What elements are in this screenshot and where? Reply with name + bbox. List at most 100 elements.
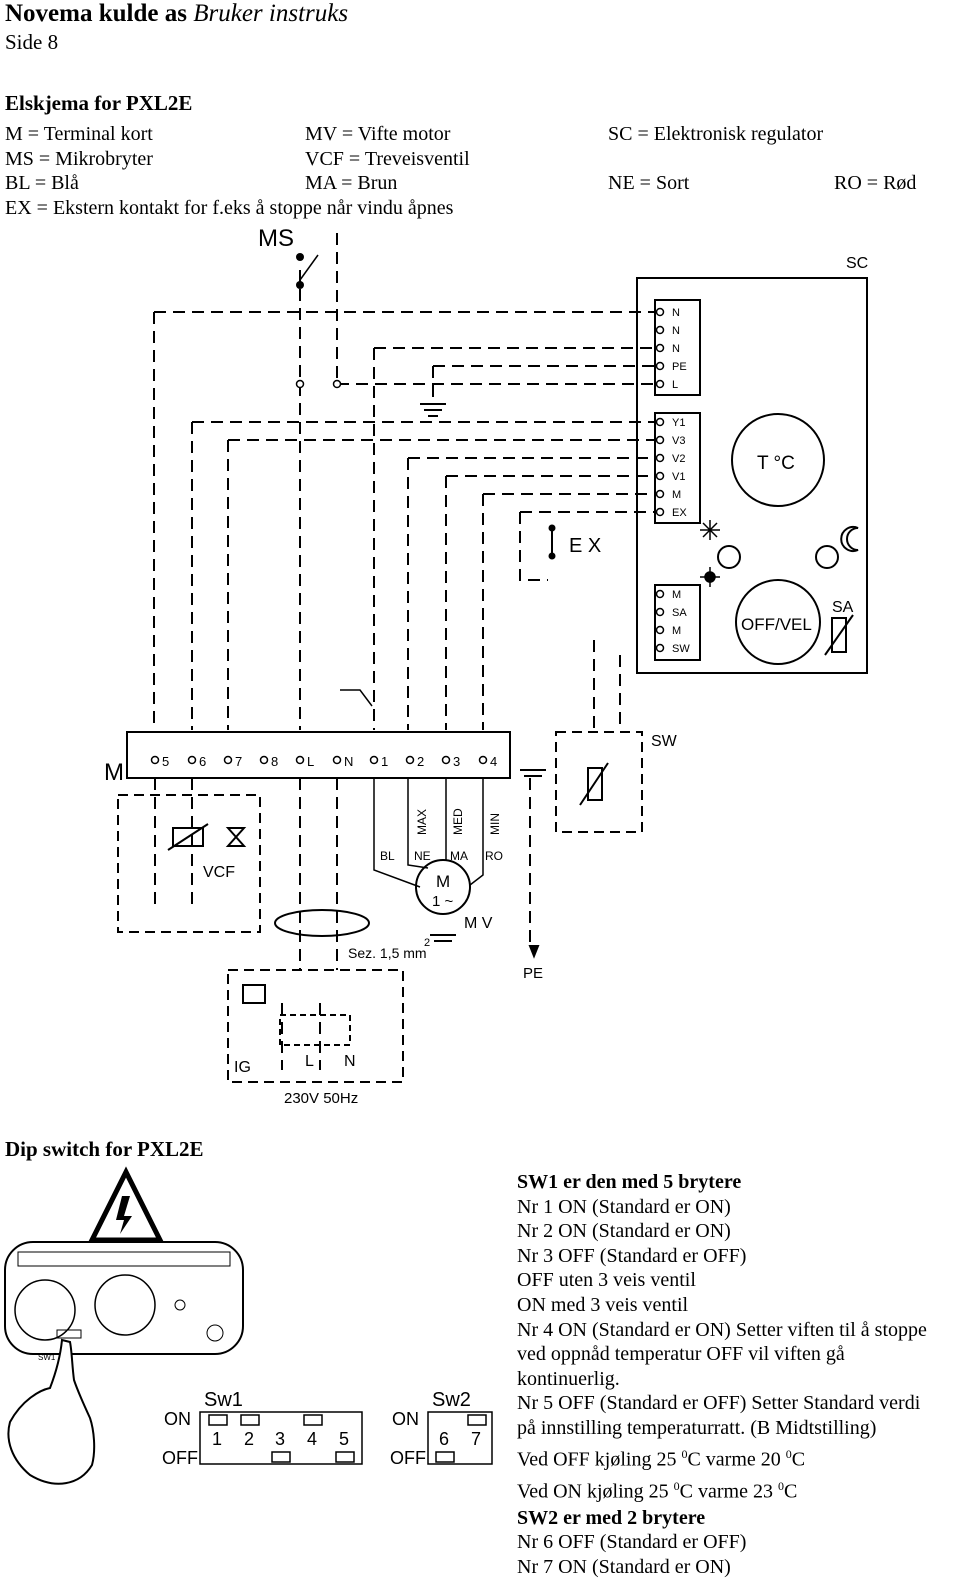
instruction-line: OFF uten 3 veis ventil bbox=[517, 1269, 696, 1292]
dip-number: 1 bbox=[212, 1429, 222, 1449]
speed-label: MIN bbox=[488, 813, 502, 835]
supply-label: 230V 50Hz bbox=[284, 1090, 358, 1107]
dip-switch-1 bbox=[208, 1414, 228, 1426]
hand-icon bbox=[7, 1338, 96, 1485]
wire-color-label: BL bbox=[380, 849, 395, 863]
legend-sc: SC = Elektronisk regulator bbox=[608, 123, 824, 145]
motor-phase-label: 1 ~ bbox=[432, 893, 454, 910]
sw1-on-label: ON bbox=[164, 1409, 191, 1429]
legend-ro: RO = Rød bbox=[834, 172, 917, 194]
speed-label: MAX bbox=[415, 809, 429, 835]
section-label: Sez. 1,5 mm bbox=[348, 945, 427, 961]
sa-label: SA bbox=[832, 599, 854, 616]
moon-icon bbox=[840, 526, 859, 552]
dip-switch-5 bbox=[335, 1451, 355, 1463]
sc-terminal-label: EX bbox=[672, 507, 687, 519]
legend-vcf: VCF = Treveisventil bbox=[305, 148, 470, 170]
instruction-line: på innstilling temperaturratt. (B Midtst… bbox=[517, 1416, 877, 1439]
sc-terminal-label: V1 bbox=[672, 471, 685, 483]
instruction-line: ON med 3 veis ventil bbox=[517, 1293, 689, 1316]
terminal-number: 3 bbox=[453, 754, 460, 769]
ex-label: E X bbox=[569, 535, 601, 557]
instruction-line: SW1 er den med 5 brytere bbox=[517, 1171, 742, 1193]
sw2-label: Sw2 bbox=[432, 1389, 471, 1411]
sw2-off-label: OFF bbox=[390, 1448, 426, 1468]
terminal-number: 2 bbox=[417, 754, 424, 769]
fan-motor bbox=[415, 859, 471, 915]
sc-terminal-label: N bbox=[672, 307, 680, 319]
sc-terminal-label: M bbox=[672, 589, 681, 601]
instruction-line-ved-on: Ved ON kjøling 25 0C varme 23 0C bbox=[517, 1479, 798, 1503]
speed-label: MED bbox=[451, 808, 465, 835]
sc-label: SC bbox=[846, 255, 868, 272]
sc-terminal-label: N bbox=[672, 325, 680, 337]
mv-label: M V bbox=[464, 915, 493, 932]
sw1-off-label: OFF bbox=[162, 1448, 198, 1468]
legend-ex: EX = Ekstern kontakt for f.eks å stoppe … bbox=[5, 197, 454, 219]
sw2-block bbox=[427, 1411, 493, 1465]
dip-number: 4 bbox=[307, 1429, 317, 1449]
dip-switch-illustration: SW1 Sw1 ON OFF 1 2 3 4 5 Sw2 ON OFF 6 7 bbox=[4, 1166, 493, 1485]
wiring-heading: Elskjema for PXL2E bbox=[5, 91, 193, 115]
dip-switch-7 bbox=[467, 1414, 487, 1426]
sc-terminal-label: Y1 bbox=[672, 417, 685, 429]
company-name: Novema kulde as bbox=[5, 0, 187, 27]
instruction-line: Nr 7 ON (Standard er ON) bbox=[517, 1556, 731, 1579]
terminal-number: L bbox=[307, 754, 314, 769]
dip-switch-6 bbox=[435, 1451, 455, 1463]
terminal-board-m bbox=[126, 731, 511, 779]
sc-terminal-label: V2 bbox=[672, 453, 685, 465]
wiring-diagram: MS M SC T °C OFF/VEL SA E X SW VCF M 1 ~… bbox=[104, 225, 868, 1107]
dip-instructions: SW1 er den med 5 brytere Nr 1 ON (Standa… bbox=[517, 1170, 927, 1580]
document-type: Bruker instruks bbox=[193, 0, 349, 27]
pe-label: PE bbox=[523, 965, 543, 982]
dip-switch-3 bbox=[271, 1451, 291, 1463]
instruction-line: Nr 1 ON (Standard er ON) bbox=[517, 1195, 731, 1218]
instruction-line: Nr 3 OFF (Standard er OFF) bbox=[517, 1244, 747, 1267]
dip-heading: Dip switch for PXL2E bbox=[5, 1137, 204, 1161]
sc-terminal-label: N bbox=[672, 343, 680, 355]
instruction-line: SW2 er med 2 brytere bbox=[517, 1506, 706, 1529]
terminal-number: 7 bbox=[235, 754, 242, 769]
legend-ne: NE = Sort bbox=[608, 172, 690, 194]
sc-terminal-label: SA bbox=[672, 607, 687, 619]
terminal-number: N bbox=[344, 754, 353, 769]
wire-color-label: NE bbox=[414, 849, 431, 863]
dip-switch-4 bbox=[303, 1414, 323, 1426]
l-label: L bbox=[305, 1053, 314, 1070]
terminal-number: 5 bbox=[162, 754, 169, 769]
temp-label: T °C bbox=[757, 453, 795, 474]
dip-switch-2 bbox=[240, 1414, 260, 1426]
sc-terminal-label: M bbox=[672, 489, 681, 501]
warning-icon bbox=[87, 1166, 165, 1243]
sc-terminal-label: V3 bbox=[672, 435, 685, 447]
page-number: Side 8 bbox=[5, 30, 59, 54]
legend-m: M = Terminal kort bbox=[5, 123, 153, 145]
dip-number: 3 bbox=[275, 1429, 285, 1449]
controller-outline bbox=[4, 1241, 244, 1355]
instruction-line: kontinuerlig. bbox=[517, 1367, 620, 1390]
instruction-line: Nr 5 OFF (Standard er OFF) Setter Standa… bbox=[517, 1392, 921, 1415]
sc-terminal-label: L bbox=[672, 379, 678, 391]
motor-m-label: M bbox=[436, 872, 450, 891]
sc-terminal-label: PE bbox=[672, 361, 687, 373]
instruction-line: Nr 2 ON (Standard er ON) bbox=[517, 1220, 731, 1243]
legend-ms: MS = Mikrobryter bbox=[5, 148, 153, 170]
sc-terminal-label: SW bbox=[672, 643, 690, 655]
ig-label: IG bbox=[234, 1059, 251, 1076]
instruction-line: Nr 6 OFF (Standard er OFF) bbox=[517, 1531, 747, 1554]
vcf-label: VCF bbox=[203, 864, 235, 881]
instruction-line: Nr 4 ON (Standard er ON) Setter viften t… bbox=[517, 1318, 927, 1341]
page-title: Novema kulde as Bruker instruks bbox=[5, 0, 348, 28]
legend-ma: MA = Brun bbox=[305, 172, 398, 194]
temperature-dial bbox=[731, 413, 825, 507]
sw2-on-label: ON bbox=[392, 1409, 419, 1429]
instruction-line-ved-off: Ved OFF kjøling 25 0C varme 20 0C bbox=[517, 1446, 806, 1471]
instruction-line: ved oppnåd temperatur OFF vil viften gå bbox=[517, 1343, 845, 1366]
wire-color-label: MA bbox=[450, 849, 468, 863]
dip-number: 6 bbox=[439, 1429, 449, 1449]
dip-number: 7 bbox=[471, 1429, 481, 1449]
terminal-number: 4 bbox=[490, 754, 497, 769]
offvel-label: OFF/VEL bbox=[741, 615, 812, 634]
terminal-number: 6 bbox=[199, 754, 206, 769]
